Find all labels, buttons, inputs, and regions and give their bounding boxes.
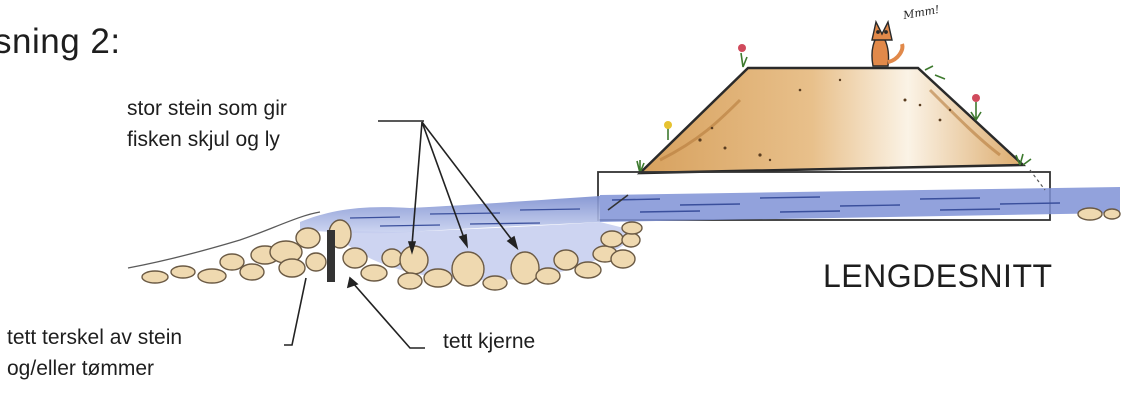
flower-icon (738, 44, 746, 52)
flower-icon (664, 121, 672, 129)
threshold-pointer (284, 278, 306, 345)
dense-core-post (327, 230, 335, 282)
longitudinal-section-frame (598, 170, 1120, 222)
fox-icon (872, 22, 902, 66)
embankment (640, 68, 1023, 173)
flower-icon (972, 94, 980, 102)
